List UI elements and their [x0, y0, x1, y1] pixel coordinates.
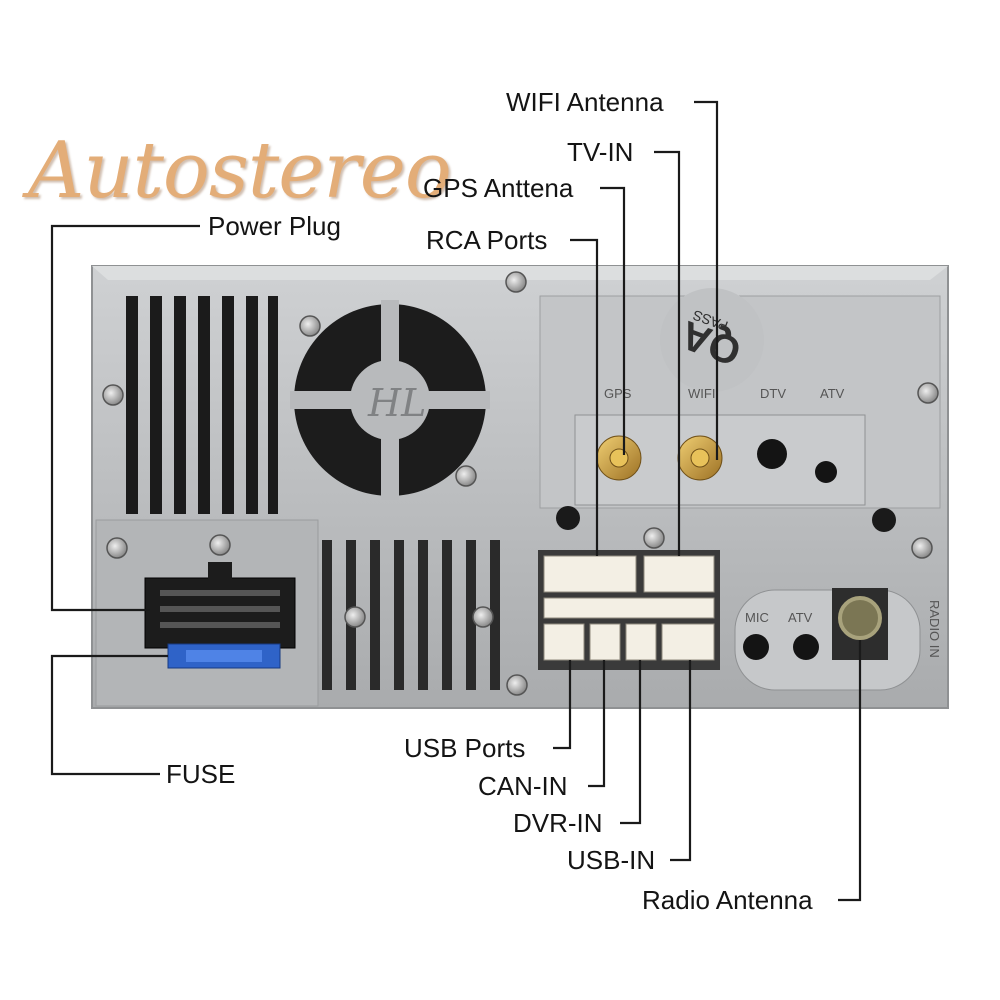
fuse	[167, 643, 281, 669]
left-vent	[126, 296, 278, 514]
port-label-wifi: WIFI	[688, 386, 715, 401]
label-power-plug: Power Plug	[208, 211, 341, 241]
label-radio-antenna: Radio Antenna	[642, 885, 813, 915]
qa-pass-sticker: QA PASS	[660, 288, 764, 392]
antenna-port-markings: GPS WIFI DTV ATV	[604, 386, 845, 401]
vent-hole-right	[872, 508, 896, 532]
leader-lines	[50, 100, 862, 902]
label-wifi-antenna: WIFI Antenna	[506, 87, 664, 117]
vent-hole-left	[556, 506, 580, 530]
leader-power-plug	[50, 224, 200, 612]
atv-port-hole	[815, 461, 837, 483]
brand-logo: Autostereo	[28, 126, 452, 216]
label-gps-antenna: GPS Anttena	[423, 173, 574, 203]
port-label-gps: GPS	[604, 386, 632, 401]
fan-logo-text: HL	[367, 381, 426, 425]
power-plug-connector	[144, 562, 296, 649]
leader-gps-antenna	[600, 186, 626, 455]
label-usb-in: USB-IN	[567, 845, 656, 875]
label-usb-ports: USB Ports	[404, 733, 526, 763]
label-tv-in: TV-IN	[567, 137, 634, 167]
port-label-atv-top: ATV	[820, 386, 845, 401]
dtv-port-hole	[757, 439, 787, 469]
port-label-radio-in: RADIO IN	[927, 600, 942, 658]
mic-port	[743, 634, 769, 660]
leader-radio-antenna	[838, 640, 862, 902]
leader-can-in	[588, 660, 606, 788]
screws	[102, 271, 939, 696]
leader-wifi-antenna	[694, 100, 719, 460]
leader-dvr-in	[620, 660, 642, 825]
port-label-atv-bottom: ATV	[788, 610, 813, 625]
leader-tv-in	[654, 150, 681, 556]
gps-sma-connector	[596, 435, 642, 481]
label-can-in: CAN-IN	[478, 771, 568, 801]
leader-usb-in	[670, 660, 692, 862]
label-dvr-in: DVR-IN	[513, 808, 603, 838]
port-label-dtv: DTV	[760, 386, 786, 401]
label-rca-ports: RCA Ports	[426, 225, 548, 255]
leader-fuse	[50, 654, 168, 776]
atv-rca-port	[793, 634, 819, 660]
leader-rca-ports	[570, 238, 599, 556]
port-label-mic: MIC	[745, 610, 769, 625]
harness-connector-block	[538, 550, 720, 670]
wifi-sma-connector	[677, 435, 723, 481]
label-fuse: FUSE	[166, 759, 236, 789]
leader-usb-ports	[553, 660, 572, 750]
cooling-fan: HL	[290, 300, 490, 500]
bottom-port-markings: MIC ATV RADIO IN	[745, 600, 942, 658]
